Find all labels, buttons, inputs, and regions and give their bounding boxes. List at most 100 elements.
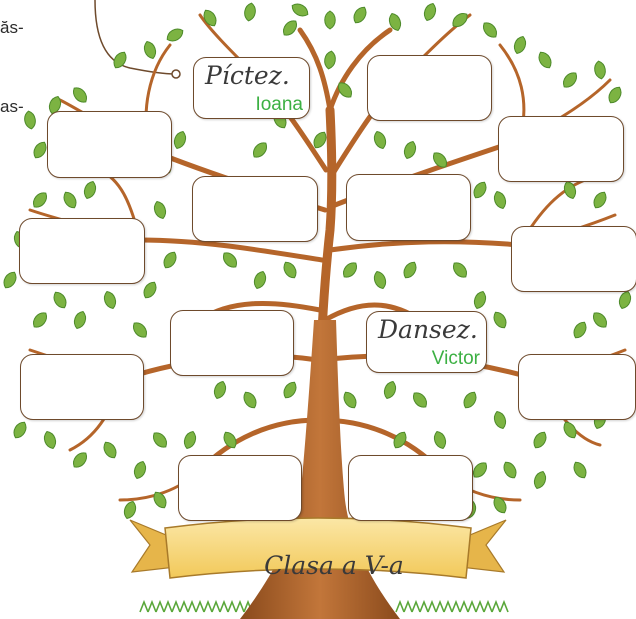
leaf <box>103 441 117 459</box>
box-verb: Píctez. <box>205 61 290 90</box>
leaf <box>143 281 157 299</box>
tree-trunk <box>240 320 400 619</box>
grass-blade <box>491 599 501 613</box>
leaf <box>143 41 157 59</box>
leaf <box>452 13 468 27</box>
box-2[interactable] <box>367 55 492 121</box>
leaf <box>43 431 57 449</box>
grass-blade <box>155 599 165 613</box>
leaf <box>388 13 402 31</box>
leaf <box>291 3 309 17</box>
box-5[interactable] <box>192 176 318 242</box>
box-10[interactable] <box>20 354 144 420</box>
leaf <box>103 291 117 309</box>
leaf <box>463 391 477 409</box>
leaf <box>393 431 407 449</box>
leaf <box>573 461 587 479</box>
box-6[interactable] <box>346 174 471 241</box>
grass-blade <box>443 599 453 613</box>
leaf <box>73 452 87 468</box>
leaves <box>3 2 632 519</box>
grass-blade <box>187 599 197 613</box>
box-13[interactable] <box>178 455 302 521</box>
leaf <box>513 36 527 54</box>
leaf <box>73 87 87 103</box>
leaf <box>153 432 167 448</box>
grass-blade <box>475 599 485 613</box>
grass-blade <box>139 599 149 613</box>
grass-blade <box>483 599 493 613</box>
pointer-line <box>94 0 176 75</box>
leaf <box>453 262 467 278</box>
leaf <box>413 392 427 408</box>
grass-blade <box>235 599 245 613</box>
grass-blade <box>211 599 221 613</box>
leaf <box>133 322 147 338</box>
grass-blade <box>147 599 157 613</box>
banner-ribbon <box>129 517 507 579</box>
leaf <box>223 252 237 268</box>
leaf <box>473 181 487 199</box>
leaf <box>353 6 367 24</box>
box-7[interactable] <box>19 218 145 284</box>
box-4[interactable] <box>498 116 624 182</box>
leaf <box>403 261 417 279</box>
box-9[interactable] <box>170 310 294 376</box>
box-victor[interactable]: Dansez. Victor <box>366 311 487 373</box>
leaf <box>383 381 397 399</box>
leaf <box>83 181 97 199</box>
leaf <box>373 271 387 289</box>
leaf <box>483 22 497 38</box>
pointer-dot <box>171 69 181 79</box>
leaf <box>244 2 256 22</box>
grass-blade <box>419 599 429 613</box>
leaf <box>223 431 237 449</box>
leaf <box>343 262 357 278</box>
leaf <box>593 191 607 209</box>
box-11[interactable] <box>518 354 636 420</box>
grass-blade <box>163 599 173 613</box>
leaf <box>253 142 267 158</box>
leaf <box>213 381 227 399</box>
leaf <box>183 431 197 449</box>
box-14[interactable] <box>348 455 473 521</box>
grass-blade <box>195 599 205 613</box>
box-name: Victor <box>431 348 480 369</box>
box-3[interactable] <box>47 111 172 178</box>
leaf <box>243 391 257 409</box>
leaf <box>153 491 167 509</box>
leaf <box>493 311 507 329</box>
leaf <box>33 312 47 328</box>
leaf <box>24 110 36 130</box>
banner-label: Clasa a V-a <box>264 551 404 580</box>
leaf <box>166 28 184 42</box>
grass-blade <box>467 599 477 613</box>
side-text-line-1: ăs- <box>0 18 24 37</box>
box-ioana[interactable]: Píctez. Ioana <box>193 57 310 119</box>
leaf <box>13 421 27 439</box>
leaf <box>338 82 352 98</box>
leaf <box>538 51 552 69</box>
leaf <box>324 50 336 70</box>
leaf <box>533 471 547 489</box>
leaf <box>153 201 167 219</box>
grass-blade <box>203 599 213 613</box>
leaf <box>473 291 487 309</box>
leaf <box>433 152 447 168</box>
leaf <box>373 131 387 149</box>
leaf <box>533 431 547 449</box>
leaf <box>618 291 632 309</box>
leaf <box>593 312 607 328</box>
grass-blade <box>427 599 437 613</box>
grass-blade <box>179 599 189 613</box>
leaf <box>433 431 447 449</box>
leaf <box>503 461 517 479</box>
grass-blade <box>451 599 461 613</box>
leaf <box>313 131 327 149</box>
leaf <box>473 462 487 478</box>
grass-blade <box>219 599 229 613</box>
grass-blade <box>171 599 181 613</box>
box-8[interactable] <box>511 226 636 292</box>
leaf <box>563 421 577 439</box>
